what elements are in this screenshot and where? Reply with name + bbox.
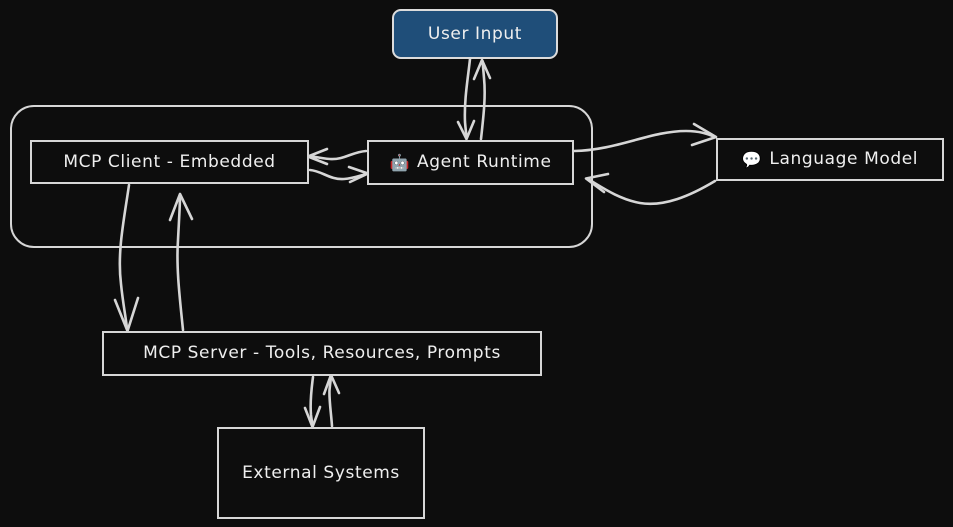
node-agent-runtime[interactable]: 🤖 Agent Runtime [367,140,574,185]
node-mcp-client-label: MCP Client - Embedded [63,151,276,172]
subgraph-agent-process-container [10,105,593,248]
edge-agent-runtime-to-language-model [572,122,718,153]
edge-mcp-server-to-external-systems [303,375,322,429]
node-user-input[interactable]: User Input [392,9,558,59]
node-mcp-server[interactable]: MCP Server - Tools, Resources, Prompts [102,331,542,376]
node-external-systems-label: External Systems [242,462,400,483]
node-external-systems[interactable]: External Systems [217,427,425,519]
node-mcp-client[interactable]: MCP Client - Embedded [30,140,309,184]
edge-language-model-to-agent-runtime [584,172,717,206]
node-language-model-label: Language Model [769,149,919,169]
node-agent-runtime-label: Agent Runtime [417,152,552,172]
node-language-model[interactable]: 💬 Language Model [716,138,944,181]
speech-balloon-icon: 💬 [741,149,763,169]
node-user-input-label: User Input [427,23,523,44]
robot-icon: 🤖 [389,152,410,172]
edge-external-systems-to-mcp-server [322,373,341,428]
node-mcp-server-label: MCP Server - Tools, Resources, Prompts [143,343,501,363]
